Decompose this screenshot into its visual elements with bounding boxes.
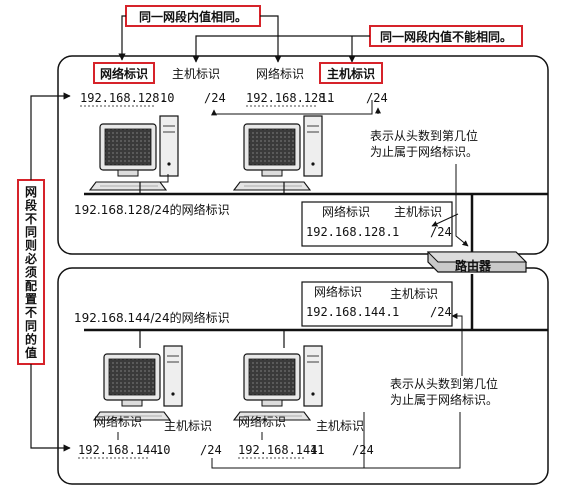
callout-same-net: 同一网段内值相同。 bbox=[139, 9, 247, 24]
top-pc-2 bbox=[233, 115, 323, 191]
callout-vertical-char: 值 bbox=[25, 345, 37, 360]
top-host1-net: 192.168.128. bbox=[80, 91, 167, 105]
connector-vertical-top bbox=[30, 92, 71, 180]
router-label: 路由器 bbox=[455, 258, 492, 273]
bottom-net-id-label-2: 网络标识 bbox=[238, 414, 286, 429]
callout-vertical-char: 必 bbox=[24, 251, 37, 266]
callout-diff-host: 同一网段内值不能相同。 bbox=[380, 29, 512, 44]
bottom-host1-host: 10 bbox=[156, 443, 170, 457]
bottom-note-line2: 为止属于网络标识。 bbox=[390, 392, 498, 407]
callout-vertical-char: 不 bbox=[25, 306, 37, 320]
bottom-host2-net: 192.168.144. bbox=[238, 443, 325, 457]
bottom-network-panel bbox=[57, 267, 549, 485]
bottom-host-id-label-2: 主机标识 bbox=[316, 419, 364, 433]
callout-vertical-char: 不 bbox=[25, 212, 37, 226]
top-host2-prefix: /24 bbox=[366, 91, 388, 105]
connector-vertical-bottom bbox=[30, 364, 71, 452]
bottom-network-name: 192.168.144/24的网络标识 bbox=[74, 310, 230, 325]
top-router-if-prefix: /24 bbox=[430, 225, 452, 239]
callout-vertical-char: 须 bbox=[25, 265, 37, 279]
callout-vertical-char: 段 bbox=[25, 197, 38, 212]
bottom-host-id-label-1: 主机标识 bbox=[164, 419, 212, 433]
svg-text:网络标识: 网络标识 bbox=[314, 284, 362, 299]
top-network-panel bbox=[57, 55, 549, 255]
callout-vertical-char: 置 bbox=[25, 292, 37, 306]
svg-text:主机标识: 主机标识 bbox=[394, 205, 442, 219]
callout-vertical-char: 的 bbox=[25, 331, 37, 346]
top-net-id-label-2: 网络标识 bbox=[256, 66, 304, 81]
top-router-if-net: 192.168.128. bbox=[306, 225, 393, 239]
top-note-line1: 表示从头数到第几位 bbox=[370, 128, 478, 143]
callout-vertical-char: 同 bbox=[25, 319, 37, 333]
svg-text:主机标识: 主机标识 bbox=[390, 287, 438, 301]
bottom-router-if-prefix: /24 bbox=[430, 305, 452, 319]
bottom-note-line1: 表示从头数到第几位 bbox=[390, 376, 498, 391]
top-note-line2: 为止属于网络标识。 bbox=[370, 144, 478, 159]
connector-same-net bbox=[118, 15, 126, 61]
bottom-router-if-net: 192.168.144. bbox=[306, 305, 393, 319]
connector-diff-host bbox=[192, 35, 370, 63]
bottom-host1-net: 192.168.144. bbox=[78, 443, 165, 457]
top-router-if-host: 1 bbox=[392, 225, 399, 239]
bottom-router-if-host: 1 bbox=[392, 305, 399, 319]
bottom-host2-prefix: /24 bbox=[352, 443, 374, 457]
bottom-host2-host: 11 bbox=[310, 443, 324, 457]
callout-vertical-char: 则 bbox=[25, 239, 37, 253]
top-host-id-label-2: 主机标识 bbox=[327, 66, 375, 81]
top-host2-host: 11 bbox=[320, 91, 334, 105]
bottom-pc-1 bbox=[93, 345, 183, 421]
top-host-id-label-1: 主机标识 bbox=[172, 67, 220, 81]
callout-vertical-char: 同 bbox=[25, 225, 37, 239]
bottom-router-if-box bbox=[301, 281, 453, 327]
top-pc-1 bbox=[89, 115, 179, 191]
top-host1-prefix: /24 bbox=[204, 91, 226, 105]
bottom-net-id-label-1: 网络标识 bbox=[94, 414, 142, 429]
callout-vertical-char: 网 bbox=[25, 185, 37, 199]
top-router-if-box bbox=[301, 201, 453, 247]
svg-text:网络标识: 网络标识 bbox=[322, 204, 370, 219]
router: 路由器 bbox=[426, 251, 528, 273]
callout-vertical-char: 配 bbox=[25, 278, 37, 293]
bottom-host1-prefix: /24 bbox=[200, 443, 222, 457]
top-network-name: 192.168.128/24的网络标识 bbox=[74, 202, 230, 217]
top-net-id-label-1: 网络标识 bbox=[100, 66, 148, 81]
callout-vertical-box bbox=[17, 179, 45, 365]
top-host2-net: 192.168.128. bbox=[246, 91, 333, 105]
bottom-pc-2 bbox=[233, 345, 323, 421]
top-host1-host: 10 bbox=[160, 91, 174, 105]
